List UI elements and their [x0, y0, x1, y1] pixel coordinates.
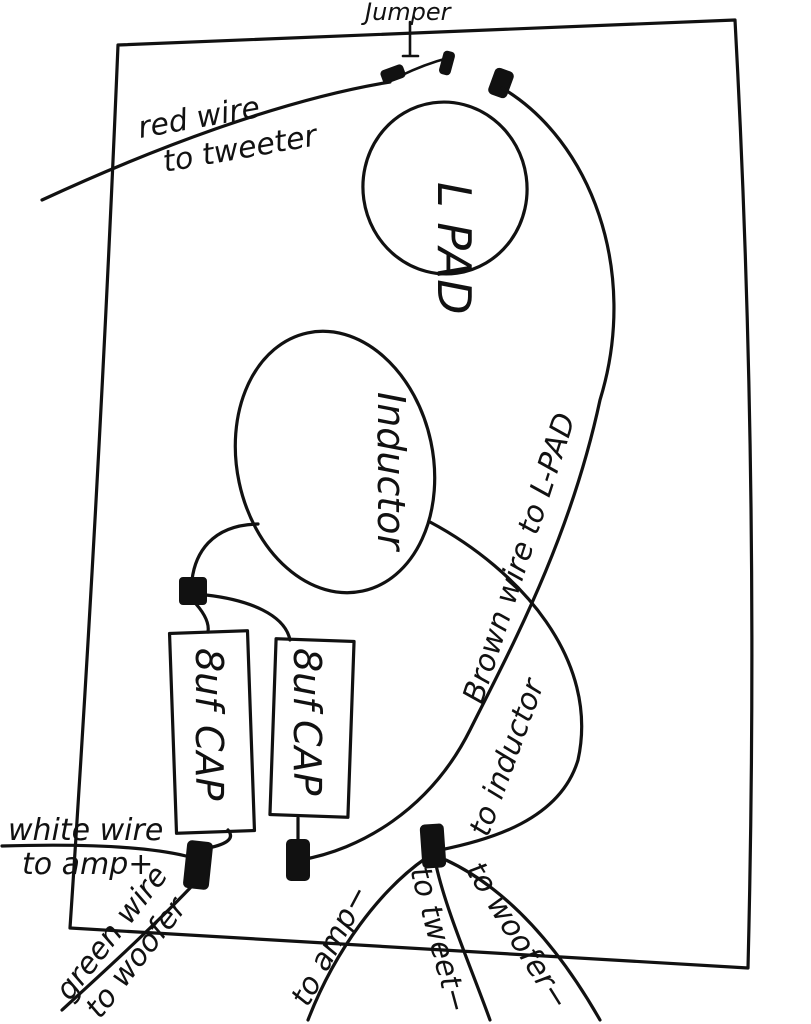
to-woofer-minus-label: to woofer− [458, 856, 576, 1017]
capacitor-1-label-line2: CAP [187, 725, 231, 801]
white-wire [0, 843, 188, 858]
inductor-component [233, 329, 437, 595]
l-pad-terminal-mid [438, 50, 456, 76]
cap2-terminal [286, 839, 310, 881]
brown-wire [298, 86, 616, 862]
capacitor-1-label-line1: 8uf [187, 648, 231, 715]
jumper-label: Jumper [361, 0, 453, 26]
green-wire [60, 884, 194, 1012]
l-pad-label: L PAD [427, 182, 481, 315]
white-green-terminal [183, 840, 213, 890]
white-wire-label-line1: white wire [8, 813, 163, 848]
woofer-negative-wire [444, 858, 602, 1022]
jumper-pointer [401, 20, 420, 58]
junction-to-cap1-wire [194, 602, 210, 634]
inductor-lead-wire [428, 520, 584, 852]
inductor-label: Inductor [369, 392, 413, 553]
capacitor-1 [167, 629, 257, 835]
amp-negative-wire [306, 856, 428, 1022]
junction-to-cap2-wire [204, 593, 292, 642]
brown-wire-label: Brown wire to L-PAD [456, 409, 583, 708]
red-wire [40, 80, 392, 202]
capacitor-2 [268, 637, 356, 819]
negative-terminal-block [419, 823, 447, 869]
capacitor-2-label-line2: CAP [285, 720, 329, 796]
l-pad-terminal-left [380, 64, 406, 84]
capacitor-2-label-line1: 8uf [285, 648, 329, 715]
tweet-negative-wire [434, 863, 492, 1022]
to-tweet-minus-label: to tweet− [402, 863, 475, 1017]
inductor-to-junction-wire [190, 522, 260, 582]
board-outline [68, 18, 754, 970]
cap-junction-terminal [179, 577, 207, 605]
l-pad-component [361, 100, 529, 276]
white-wire-label-line2: to amp+ [22, 847, 153, 882]
